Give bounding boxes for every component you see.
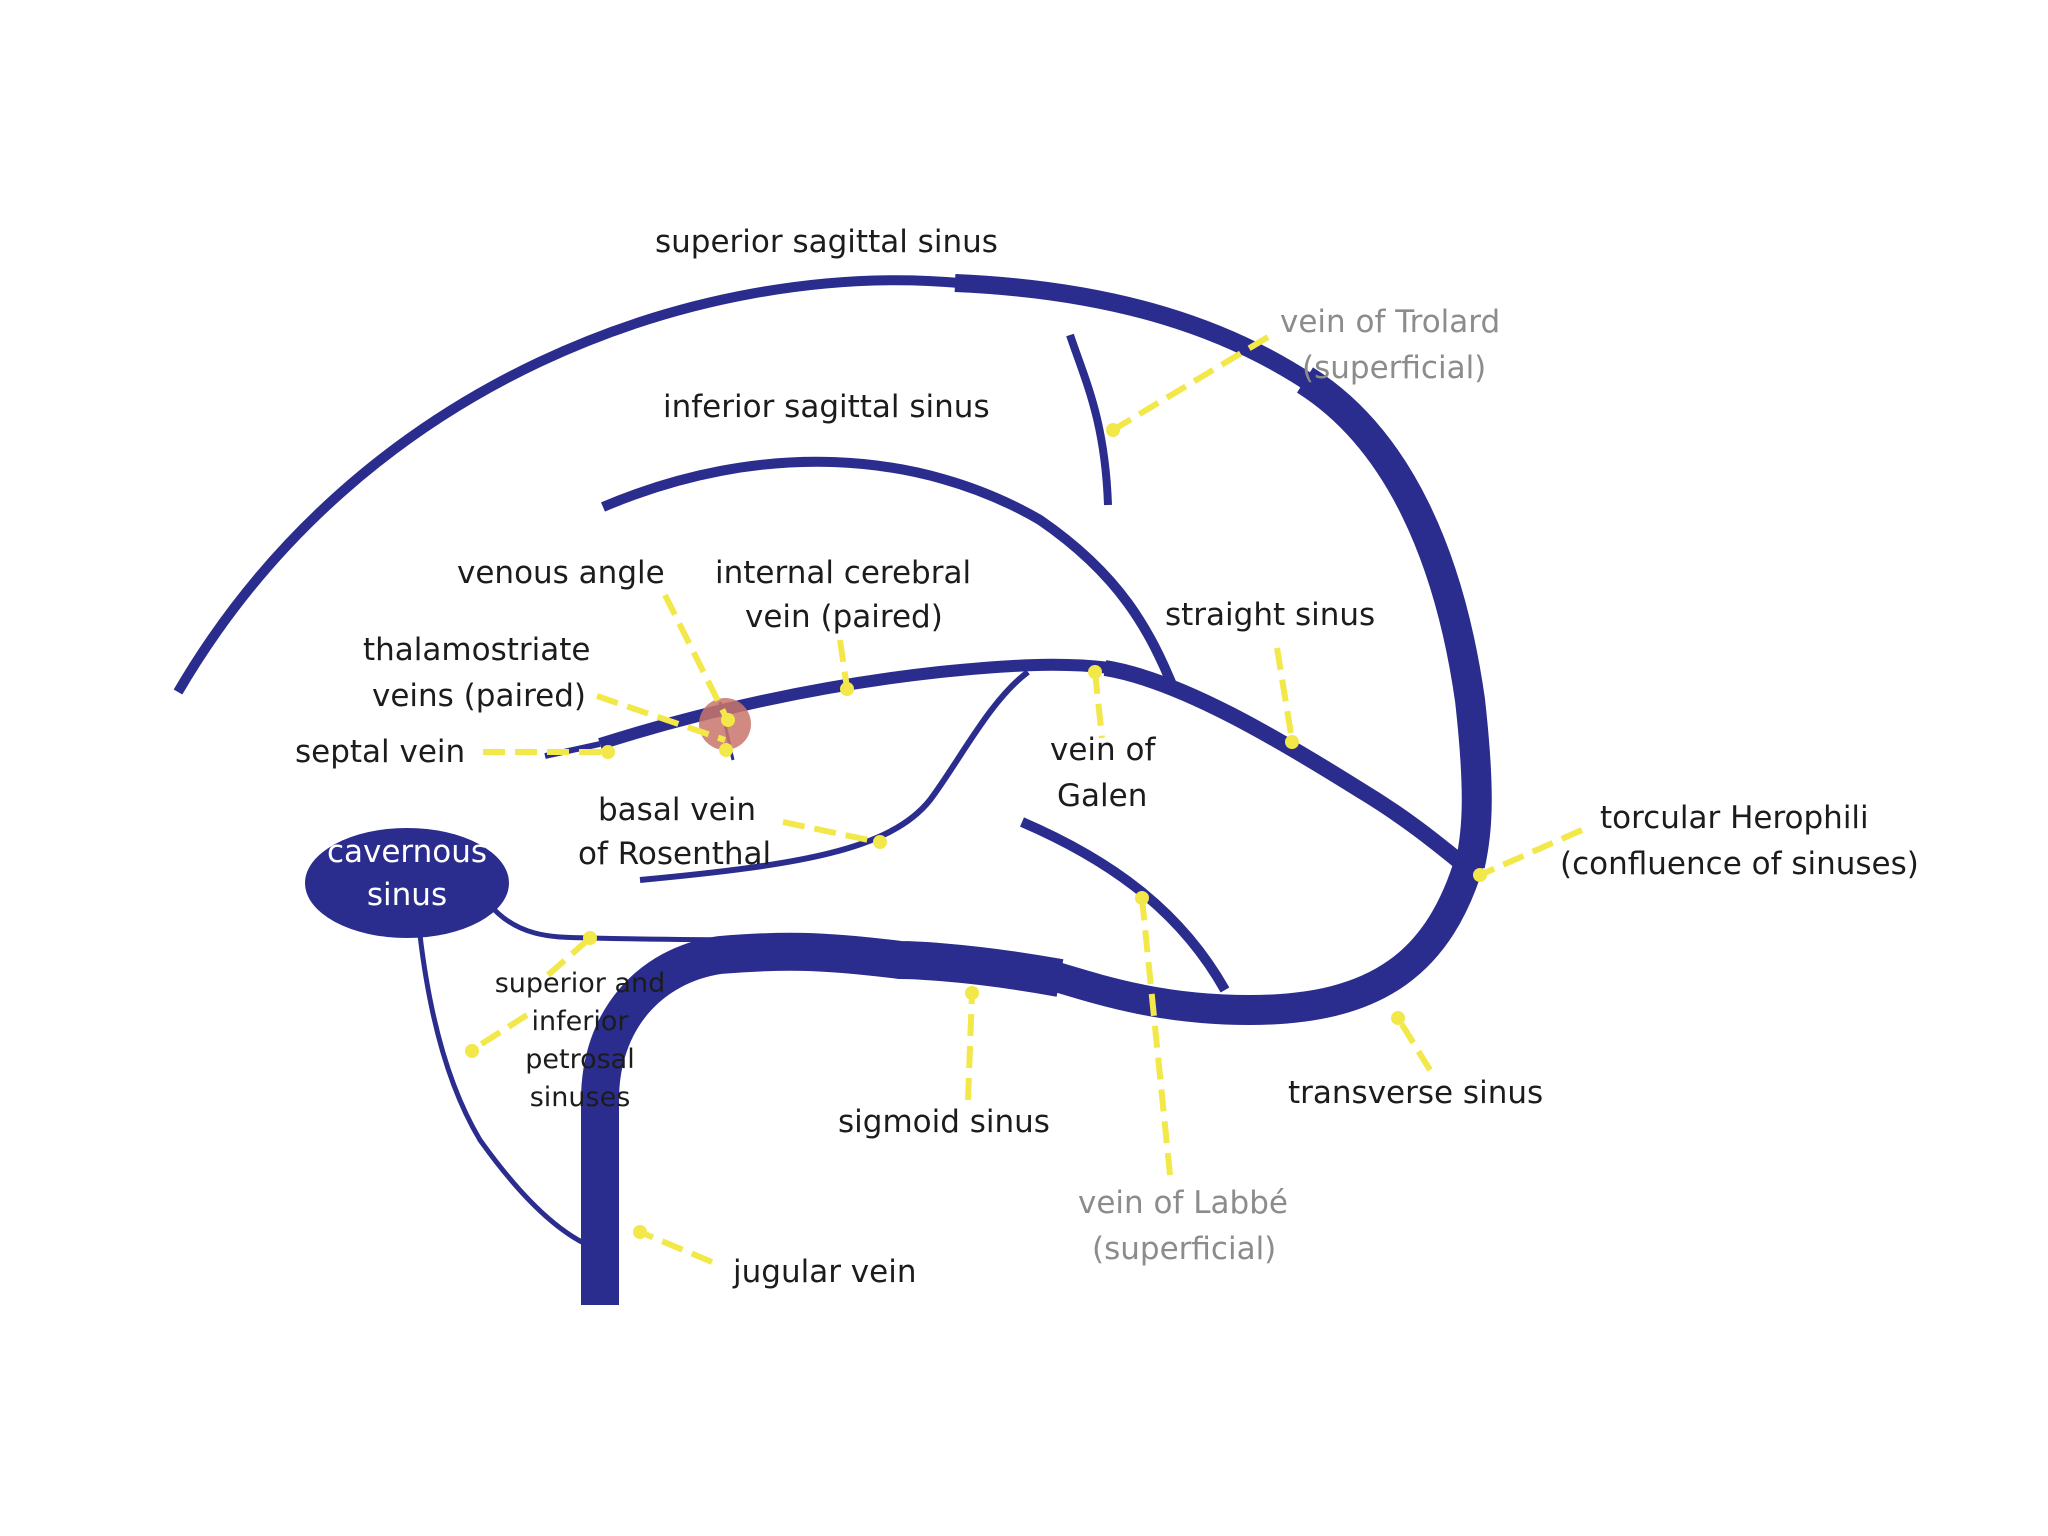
leader-galen bbox=[1092, 671, 1105, 739]
label-sigmoid-sinus: sigmoid sinus bbox=[838, 1104, 1050, 1140]
leader-dots bbox=[465, 423, 1487, 1239]
sigmoid-sinus bbox=[581, 932, 1064, 1305]
label-vein-of-trolard: vein of Trolard bbox=[1280, 304, 1500, 340]
label-superior-sagittal-sinus: superior sagittal sinus bbox=[655, 224, 998, 260]
label-inferior-sagittal-sinus: inferior sagittal sinus bbox=[663, 389, 990, 425]
label-torcular-herophili: torcular Herophili bbox=[1600, 800, 1869, 836]
dot-trolard bbox=[1106, 423, 1120, 437]
leader-petrosal-upper bbox=[546, 935, 592, 978]
label-petrosal-sinuses-4: sinuses bbox=[530, 1082, 631, 1113]
superior-petrosal-sinus bbox=[488, 903, 890, 970]
inferior-sagittal-sinus bbox=[601, 456, 1180, 694]
transverse-sinus bbox=[1045, 855, 1485, 1025]
dot-galen bbox=[1088, 665, 1102, 679]
leader-internal-cerebral bbox=[837, 639, 850, 689]
label-confluence-of-sinuses: (confluence of sinuses) bbox=[1560, 846, 1919, 882]
label-vein-of-galen-2: Galen bbox=[1057, 778, 1147, 814]
label-vein-of-labbe: vein of Labbé bbox=[1078, 1185, 1288, 1221]
label-vein-of-galen: vein of bbox=[1050, 732, 1156, 768]
label-vein-of-labbe-superficial: (superficial) bbox=[1092, 1231, 1276, 1267]
superior-sagittal-sinus-mid bbox=[954, 274, 1315, 391]
leader-transverse bbox=[1395, 1016, 1433, 1072]
leader-labbe bbox=[1139, 897, 1173, 1176]
dot-petrosal-lower bbox=[465, 1044, 479, 1058]
dot-venous-angle bbox=[721, 713, 735, 727]
cavernous-sinus bbox=[305, 828, 509, 938]
superior-sagittal-sinus bbox=[173, 275, 961, 695]
leader-torcular bbox=[1478, 827, 1584, 878]
leader-petrosal-lower bbox=[470, 1012, 529, 1053]
straight-sinus bbox=[1103, 660, 1475, 877]
label-straight-sinus: straight sinus bbox=[1165, 597, 1375, 633]
label-venous-angle: venous angle bbox=[457, 555, 665, 591]
dot-petrosal-upper bbox=[583, 931, 597, 945]
vessels bbox=[173, 274, 1492, 1305]
labels: superior sagittal sinus vein of Trolard … bbox=[295, 224, 1919, 1290]
dot-jugular bbox=[633, 1225, 647, 1239]
label-jugular-vein: jugular vein bbox=[732, 1254, 916, 1290]
leader-basal bbox=[782, 819, 879, 845]
vein-of-labbe bbox=[1020, 817, 1230, 993]
label-transverse-sinus: transverse sinus bbox=[1288, 1075, 1543, 1111]
label-cavernous-sinus-2: sinus bbox=[367, 877, 447, 913]
leader-venous-angle bbox=[662, 593, 728, 717]
label-septal-vein: septal vein bbox=[295, 734, 465, 770]
label-petrosal-sinuses-1: superior and bbox=[495, 968, 666, 999]
internal-cerebral-vein bbox=[598, 658, 1111, 750]
vein-of-trolard bbox=[1066, 333, 1112, 506]
dot-sigmoid bbox=[965, 986, 979, 1000]
dot-basal bbox=[873, 835, 887, 849]
leader-straight bbox=[1274, 647, 1295, 741]
label-internal-cerebral-vein-paired: vein (paired) bbox=[745, 599, 943, 635]
label-thalamostriate-veins: thalamostriate bbox=[363, 632, 590, 668]
label-basal-vein-rosenthal: of Rosenthal bbox=[578, 836, 771, 872]
leader-thalamostriate bbox=[596, 693, 726, 743]
dot-septal bbox=[601, 745, 615, 759]
dot-internal-cerebral bbox=[840, 682, 854, 696]
label-cavernous-sinus: cavernous bbox=[327, 834, 487, 870]
label-thalamostriate-veins-paired: veins (paired) bbox=[372, 678, 586, 714]
basal-vein-of-rosenthal bbox=[639, 669, 1030, 883]
dot-thalamostriate bbox=[719, 743, 733, 757]
label-petrosal-sinuses-2: inferior bbox=[532, 1006, 630, 1037]
superior-sagittal-sinus-back bbox=[1296, 367, 1492, 869]
dot-straight bbox=[1285, 735, 1299, 749]
label-petrosal-sinuses-3: petrosal bbox=[525, 1044, 634, 1075]
inferior-petrosal-sinus bbox=[417, 934, 601, 1253]
label-vein-of-trolard-superficial: (superficial) bbox=[1302, 350, 1486, 386]
dot-transverse bbox=[1391, 1011, 1405, 1025]
label-internal-cerebral-vein: internal cerebral bbox=[715, 555, 971, 591]
leader-sigmoid bbox=[965, 992, 975, 1101]
leader-jugular bbox=[638, 1229, 714, 1265]
dot-torcular bbox=[1473, 868, 1487, 882]
leader-lines bbox=[470, 334, 1584, 1265]
dot-labbe bbox=[1135, 891, 1149, 905]
label-basal-vein: basal vein bbox=[598, 792, 756, 828]
